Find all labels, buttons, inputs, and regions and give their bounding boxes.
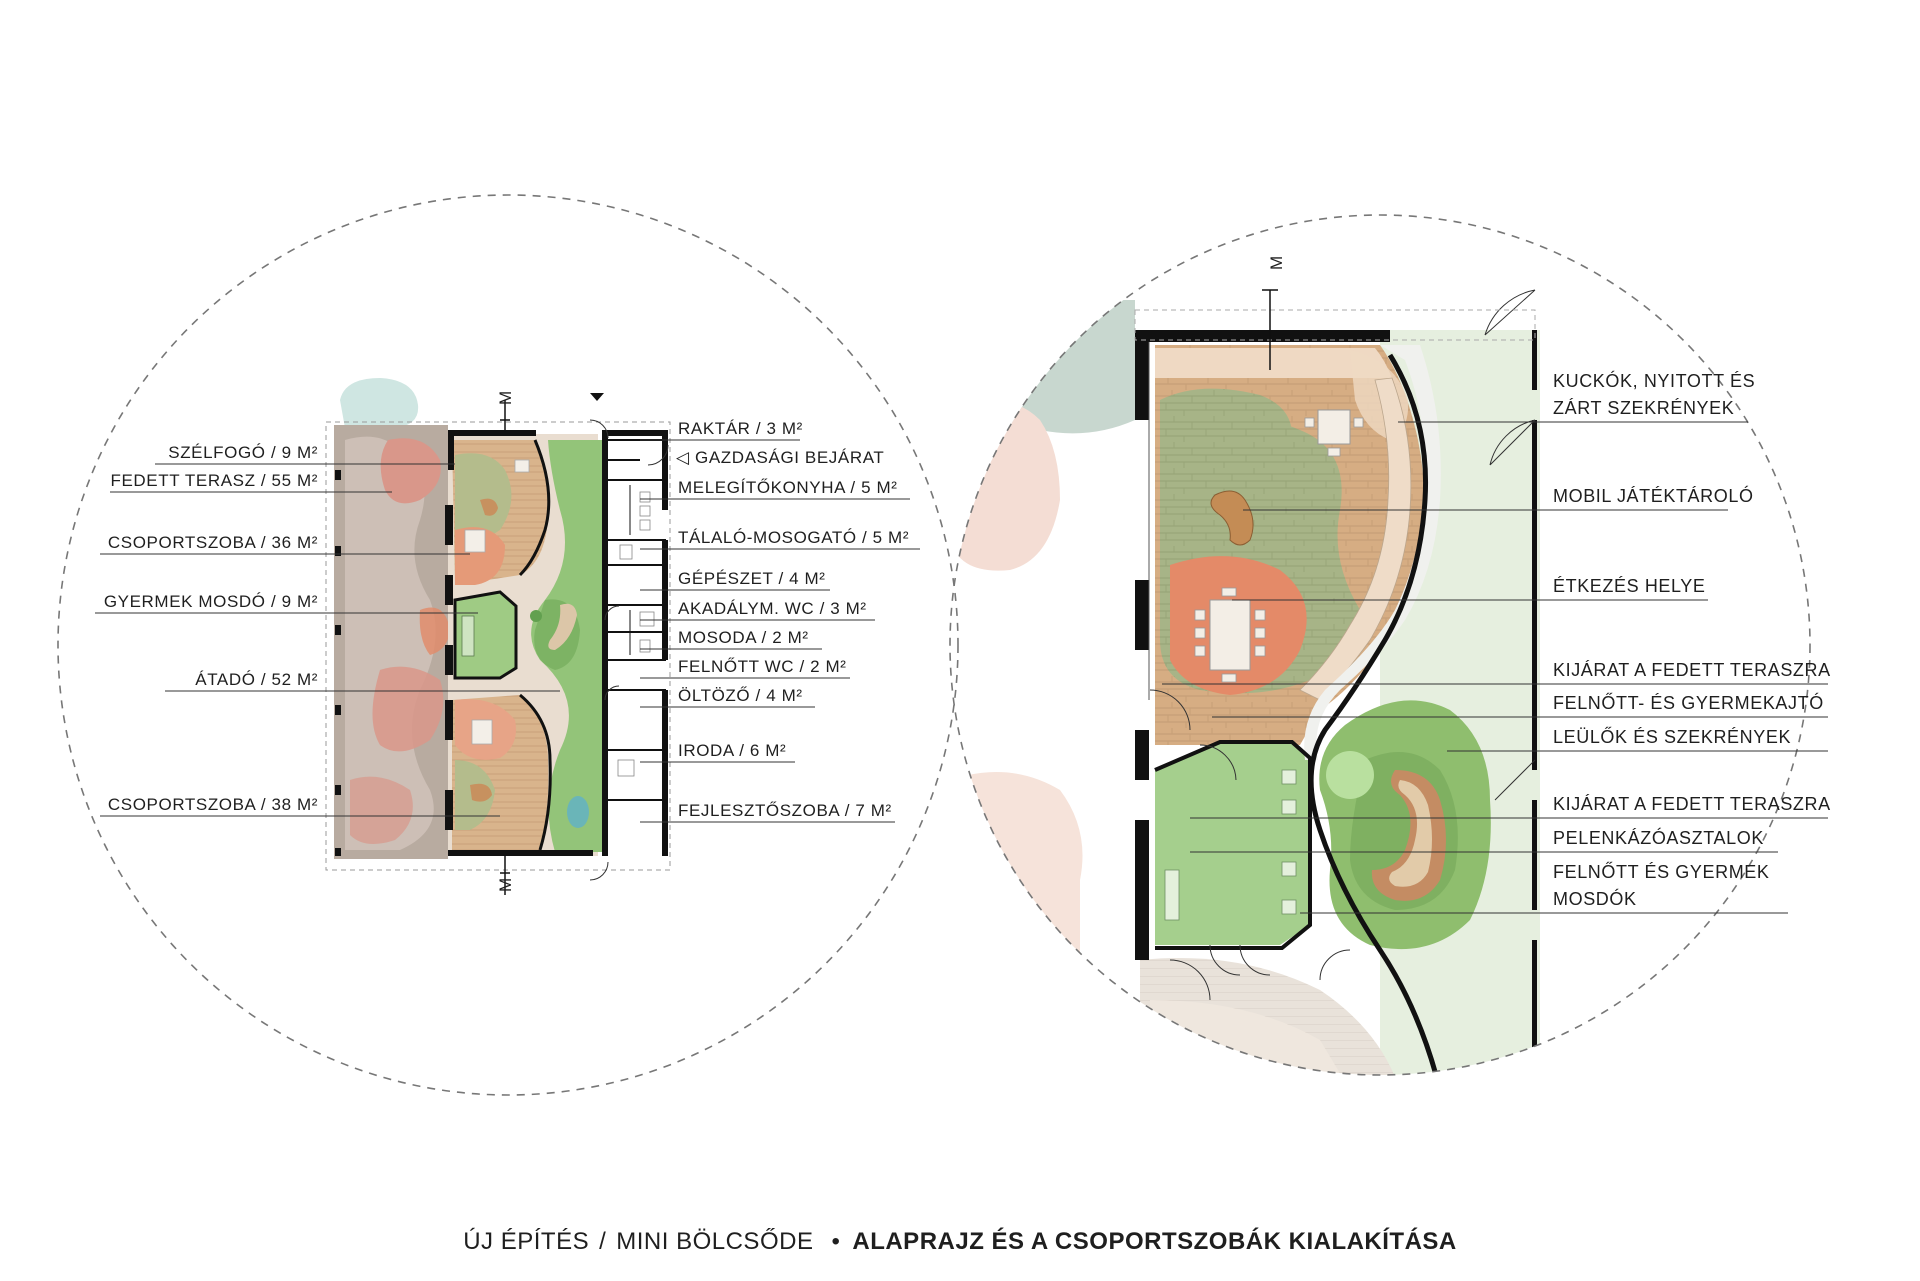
corridor-path (1304, 345, 1441, 760)
label-mobile-toy-storage: MOBIL JÁTÉKTÁROLÓ (1553, 485, 1754, 506)
footer-new-construction: ÚJ ÉPÍTÉS (463, 1228, 590, 1255)
curved-wall-main (1308, 353, 1443, 1075)
label-windbreak: SZÉLFOGÓ / 9 M² (168, 443, 318, 462)
washroom-detail (1155, 740, 1310, 945)
label-handover: ÁTADÓ / 52 M² (195, 670, 318, 689)
label-accessible-wc: AKADÁLYM. WC / 3 M² (678, 599, 867, 618)
outdoor-pale-left (950, 300, 1135, 440)
group-room-2-table (471, 719, 493, 745)
curved-wall-left-2 (519, 693, 552, 851)
footer-mini-nursery: MINI BÖLCSŐDE (616, 1228, 814, 1255)
label-warming-kitchen: MELEGÍTŐKONYHA / 5 M² (678, 478, 897, 497)
label-exit-terrace-1: KIJÁRAT A FEDETT TERASZRA (1553, 660, 1831, 680)
left-overview-plan: M M SZÉLFOGÓ / 9 M² FEDETT TERASZ / 55 M… (57, 194, 959, 1096)
washroom-fixtures (1164, 769, 1297, 921)
label-closed-cabinets: ZÁRT SZEKRÉNYEK (1553, 398, 1734, 418)
dining-table (1194, 587, 1266, 683)
washroom-fixture (461, 615, 475, 657)
label-mechanical: GÉPÉSZET / 4 M² (678, 569, 826, 588)
right-dashed-circle (949, 214, 1811, 1076)
section-mark-bottom: M (496, 855, 515, 895)
corridor-bush (530, 610, 542, 622)
service-wing (606, 434, 666, 856)
site-outline (325, 421, 671, 871)
label-group-room-36: CSOPORTSZOBA / 36 M² (108, 533, 318, 552)
group-room-1-storage (480, 498, 498, 516)
footer-bullet: • (831, 1228, 841, 1255)
label-adult-child-door: FELNŐTT- ÉS GYERMEKAJTÓ (1553, 692, 1824, 713)
group-room-1-table (464, 529, 486, 553)
detail-doors (1149, 289, 1536, 1001)
corridor-pond (567, 796, 589, 828)
washroom-wall (1154, 740, 1312, 950)
terrace-pillars (335, 470, 341, 856)
footer-caption: ÚJ ÉPÍTÉS / MINI BÖLCSŐDE • ALAPRAJZ ÉS A CS… (0, 1228, 1920, 1256)
detail-walls (1135, 330, 1537, 1060)
building-walls (445, 430, 668, 856)
detail-section-mark: M (1262, 255, 1286, 370)
right-service-labels: RAKTÁR / 3 M² ◁ GAZDASÁGI BEJÁRAT MELEGÍ… (640, 419, 920, 823)
entrance-marker-icon (590, 393, 604, 401)
label-washbasins-1: FELNŐTT ÉS GYERMEK (1553, 861, 1770, 882)
group-room-green-upper (1160, 388, 1292, 470)
label-adult-wc: FELNŐTT WC / 2 M² (678, 657, 847, 676)
label-dining-area: ÉTKEZÉS HELYE (1553, 576, 1706, 596)
label-changing-tables: PELENKÁZÓASZTALOK (1553, 827, 1764, 848)
nook-table (1304, 409, 1364, 457)
terrace-coral-blob-2 (372, 666, 444, 752)
label-changing-room: ÖLTÖZŐ / 4 M² (678, 686, 803, 705)
left-plan-doors (589, 419, 669, 881)
terrace-coral-blob-3 (350, 776, 413, 844)
terrace-coral-blob (380, 438, 441, 504)
outdoor-pink-bottom (950, 772, 1083, 1075)
service-rooms (606, 439, 666, 801)
playground-sand-inner (1389, 780, 1432, 887)
footer-separator: / (599, 1228, 607, 1255)
section-mark-top-label: M (496, 390, 515, 405)
corridor-sand-feature (548, 603, 577, 650)
service-fixtures (617, 491, 655, 777)
label-group-room-38: CSOPORTSZOBA / 38 M² (108, 795, 318, 814)
label-nooks: KUCKÓK, NYITOTT ÉS (1553, 370, 1755, 391)
detail-section-mark-label: M (1267, 255, 1286, 270)
curved-wall-left (518, 439, 551, 577)
section-mark-top: M (496, 390, 515, 432)
left-labels: SZÉLFOGÓ / 9 M² FEDETT TERASZ / 55 M² CS… (95, 443, 560, 817)
group-room-1-green (455, 453, 512, 544)
label-service-entrance-icon: ◁ (676, 448, 690, 467)
label-service-entrance: GAZDASÁGI BEJÁRAT (695, 448, 884, 467)
right-detail-plan: M KUCKÓK, NYITOTT ÉS ZÁRT SZEKRÉNYEK MOB… (949, 214, 1831, 1076)
label-serving-dishwash: TÁLALÓ-MOSOGATÓ / 5 M² (678, 528, 909, 547)
label-children-washroom: GYERMEK MOSDÓ / 9 M² (104, 592, 318, 611)
label-exit-terrace-2: KIJÁRAT A FEDETT TERASZRA (1553, 794, 1831, 814)
detail-labels: KUCKÓK, NYITOTT ÉS ZÁRT SZEKRÉNYEK MOBIL… (1162, 370, 1831, 914)
roof-outline (1134, 309, 1536, 341)
group-room-2-storage (470, 783, 492, 802)
label-seating-cabinets: LEÜLŐK ÉS SZEKRÉNYEK (1553, 726, 1791, 747)
label-development-room: FEJLESZTŐSZOBA / 7 M² (678, 801, 892, 820)
left-dashed-circle (57, 194, 959, 1096)
label-storage: RAKTÁR / 3 M² (678, 419, 803, 438)
label-office: IRODA / 6 M² (678, 741, 786, 760)
mobile-toy-storage (1210, 490, 1254, 546)
terrace-coral-blob-4 (419, 607, 450, 655)
group-room-1-table-2 (514, 459, 530, 473)
section-mark-bottom-label: M (496, 877, 515, 892)
label-washbasins-2: MOSDÓK (1553, 888, 1637, 909)
teal-tree-blob (340, 378, 419, 428)
footer-title: ALAPRAJZ ÉS A CSOPORTSZOBÁK KIALAKÍTÁSA (852, 1228, 1457, 1255)
playground-bush (1326, 751, 1374, 799)
label-laundry: MOSODA / 2 M² (678, 628, 809, 647)
group-room-top-strip (1155, 348, 1392, 378)
label-covered-terrace: FEDETT TERASZ / 55 M² (110, 471, 318, 490)
